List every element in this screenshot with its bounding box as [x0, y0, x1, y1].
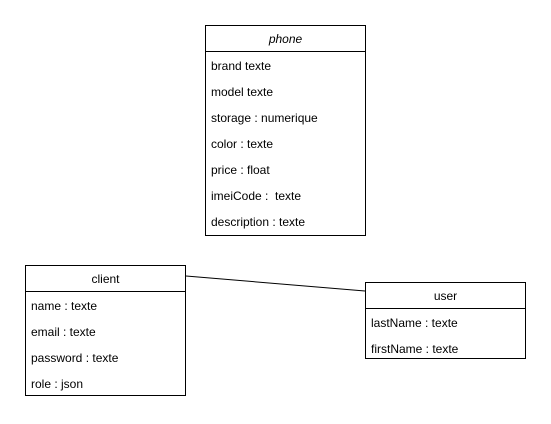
class-box-user[interactable]: user lastName : texte firstName : texte — [365, 282, 526, 359]
attribute-description: description : texte — [211, 215, 306, 229]
attribute-list-client: name : texte email : texte password : te… — [26, 292, 185, 397]
class-name-phone: phone — [206, 26, 365, 52]
attribute-brand: brand texte — [211, 59, 272, 73]
attribute-name: name : texte — [31, 299, 98, 313]
attribute-role: role : json — [31, 377, 84, 391]
class-name-client: client — [26, 266, 185, 292]
class-box-client[interactable]: client name : texte email : texte passwo… — [25, 265, 186, 396]
attribute-color: color : texte — [211, 137, 274, 151]
class-box-phone[interactable]: phone brand texte model texte storage : … — [205, 25, 366, 236]
association-client-user[interactable] — [185, 275, 366, 292]
class-name-user: user — [366, 283, 525, 309]
attribute-password: password : texte — [31, 351, 119, 365]
attribute-imeicode: imeiCode : texte — [211, 189, 302, 203]
attribute-price: price : float — [211, 163, 270, 177]
attribute-email: email : texte — [31, 325, 96, 339]
attribute-model: model texte — [211, 85, 274, 99]
attribute-storage: storage : numerique — [211, 111, 318, 125]
attribute-list-user: lastName : texte firstName : texte — [366, 309, 525, 362]
attribute-firstname: firstName : texte — [371, 342, 459, 356]
attribute-lastname: lastName : texte — [371, 316, 458, 330]
attribute-list-phone: brand texte model texte storage : numeri… — [206, 52, 365, 235]
